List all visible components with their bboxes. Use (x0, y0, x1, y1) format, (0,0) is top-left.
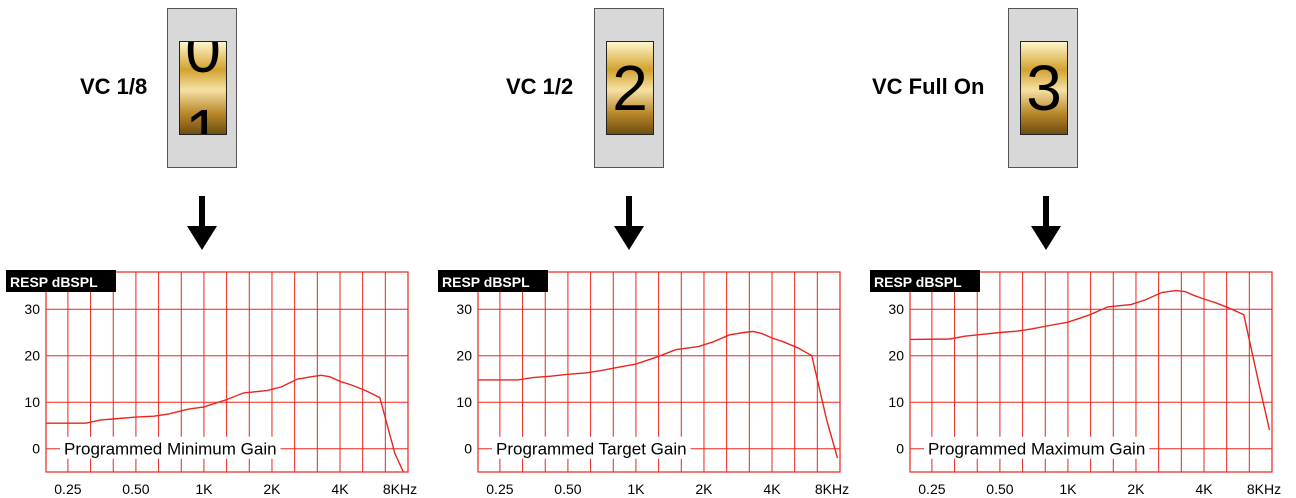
x-tick-label: 8KHz (815, 481, 849, 497)
y-tick-label: 20 (24, 348, 40, 364)
arrow-down-icon (1031, 196, 1061, 250)
x-tick-label: 4K (1195, 481, 1213, 497)
series-line (478, 330, 839, 459)
series-line (46, 374, 405, 472)
y-axis-label: RESP dBSPL (442, 274, 530, 290)
x-tick-label: 0.25 (486, 481, 513, 497)
x-tick-label: 2K (695, 481, 713, 497)
vc-label: VC Full On (872, 74, 985, 99)
y-tick-label: 30 (456, 301, 472, 317)
y-tick-label: 10 (888, 394, 904, 410)
x-tick-label: 0.50 (122, 481, 149, 497)
x-tick-label: 0.25 (918, 481, 945, 497)
y-tick-label: 20 (456, 348, 472, 364)
arrow-down-icon (187, 196, 217, 250)
ylabel-badge (438, 270, 548, 292)
chart-annotation: Programmed Target Gain (496, 440, 687, 459)
y-tick-label: 30 (24, 301, 40, 317)
y-axis-label: RESP dBSPL (874, 274, 962, 290)
dial-window: 3 (1020, 41, 1068, 135)
vc-label: VC 1/8 (80, 74, 148, 99)
dial-digit: 2 (612, 52, 648, 124)
x-tick-label: 0.50 (986, 481, 1013, 497)
y-tick-label: 10 (24, 394, 40, 410)
y-tick-label: 0 (32, 441, 40, 457)
gain-chart-target: 0 10 20 30 0.25 0.50 1K 2K 4K 8KHz RESP dBSPL Progr… (438, 270, 849, 497)
annotation-background (924, 436, 1150, 459)
gain-chart-maximum: 0 10 20 30 0.25 0.50 1K 2K 4K 8KHz RESP dBSPL Progr… (870, 270, 1281, 497)
y-tick-label: 0 (896, 441, 904, 457)
x-tick-label: 2K (263, 481, 281, 497)
x-tick-label: 0.50 (554, 481, 581, 497)
dial-window: 0 1 (179, 41, 227, 135)
x-tick-label: 8KHz (1247, 481, 1281, 497)
x-tick-label: 4K (331, 481, 349, 497)
x-tick-label: 4K (763, 481, 781, 497)
ylabel-badge (6, 270, 116, 292)
annotation-background (492, 436, 691, 459)
panel-target-gain: VC 1/2 2 0 10 20 30 0.25 0.50 1K 2K 4K 8KHz RESP d… (432, 0, 864, 498)
arrow-down-icon (614, 196, 644, 250)
panel-maximum-gain: VC Full On 3 0 10 20 30 0.25 0.50 1K 2K 4K 8KHz RE… (864, 0, 1296, 498)
gain-chart-minimum: 0 10 20 30 0.25 0.50 1K 2K 4K 8KHz RESP dBSPL Progr… (6, 270, 417, 497)
chart-annotation: Programmed Maximum Gain (928, 440, 1145, 459)
dial-digit-bottom: 1 (185, 96, 221, 135)
y-tick-label: 30 (888, 301, 904, 317)
volume-control-dial[interactable]: 0 1 (167, 8, 237, 168)
dial-digit: 3 (1026, 52, 1062, 124)
dial-window: 2 (606, 41, 654, 135)
x-tick-label: 1K (195, 481, 213, 497)
x-tick-label: 2K (1127, 481, 1145, 497)
y-tick-label: 0 (464, 441, 472, 457)
series-line (910, 289, 1271, 431)
x-tick-label: 1K (1059, 481, 1077, 497)
y-tick-label: 10 (456, 394, 472, 410)
chart-annotation: Programmed Minimum Gain (64, 440, 277, 459)
dial-digit-top: 0 (185, 41, 221, 86)
ylabel-badge (870, 270, 980, 292)
volume-control-dial[interactable]: 2 (594, 8, 664, 168)
y-tick-label: 20 (888, 348, 904, 364)
x-tick-label: 0.25 (54, 481, 81, 497)
volume-control-dial[interactable]: 3 (1008, 8, 1078, 168)
x-tick-label: 8KHz (383, 481, 417, 497)
vc-label: VC 1/2 (506, 74, 574, 99)
y-axis-label: RESP dBSPL (10, 274, 98, 290)
x-tick-label: 1K (627, 481, 645, 497)
annotation-background (60, 436, 281, 459)
